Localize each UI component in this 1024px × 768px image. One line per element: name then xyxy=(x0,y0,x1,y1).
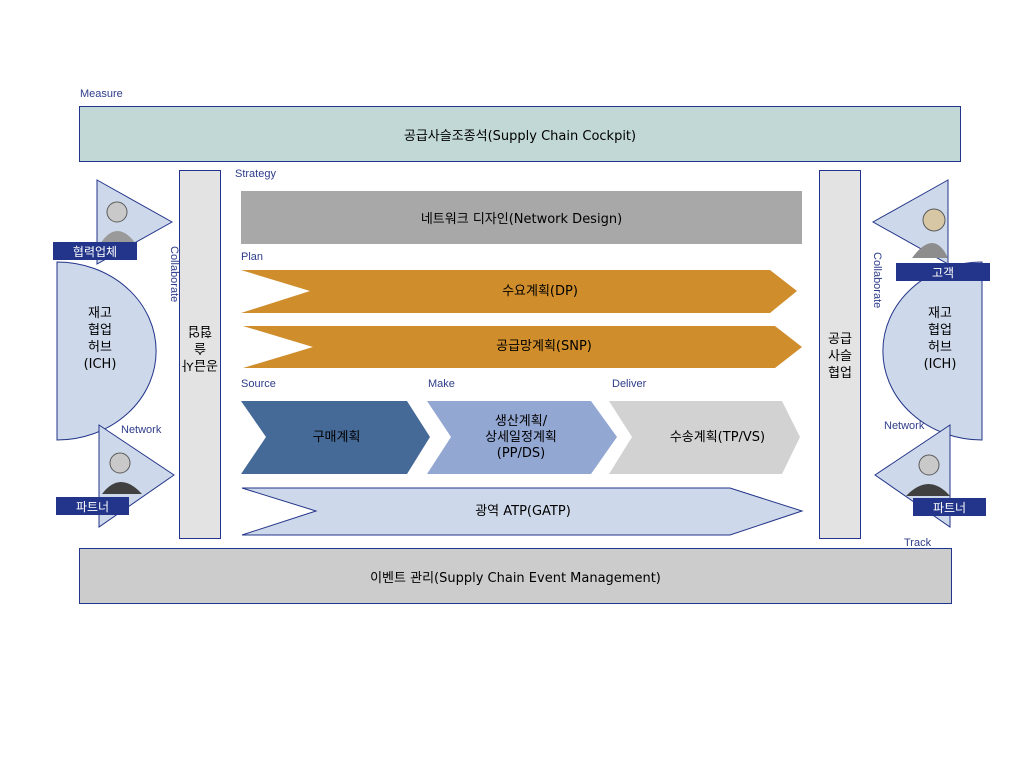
supplier-tag: 협력업체 xyxy=(53,242,137,260)
partner-left-tag: 파트너 xyxy=(56,497,129,515)
network-design-bar: 네트워크 디자인(Network Design) xyxy=(241,191,802,244)
deliver-label: Deliver xyxy=(612,378,647,390)
customer-person-icon xyxy=(912,208,948,258)
production-plan-arrow xyxy=(427,401,617,474)
right-collaboration-bar xyxy=(819,170,861,539)
measure-label: Measure xyxy=(80,88,123,100)
left-hub-shape xyxy=(56,261,157,441)
network-right-label: Network xyxy=(884,420,925,432)
transport-plan-arrow xyxy=(609,401,800,474)
plan-label: Plan xyxy=(241,251,264,263)
purchase-plan-arrow xyxy=(241,401,430,474)
right-hub-text: 재고 협업 허브 (ICH) xyxy=(923,306,957,372)
supply-chain-cockpit-text: 공급사슬조종석(Supply Chain Cockpit) xyxy=(403,128,637,144)
left-collaboration-bar xyxy=(179,170,221,539)
supplier-person-icon xyxy=(100,201,136,244)
demand-plan-arrow xyxy=(241,270,797,313)
left-hub-text: 재고 협업 허브 (ICH) xyxy=(83,306,117,372)
supply-chain-cockpit-box: 공급사슬조종석(Supply Chain Cockpit) xyxy=(79,106,961,162)
network-design-text: 네트워크 디자인(Network Design) xyxy=(420,212,623,227)
left-collaboration-text: 공급사슬 협업 xyxy=(182,323,218,372)
network-left-label: Network xyxy=(121,424,162,436)
demand-plan-text: 수요계획(DP) xyxy=(502,283,578,299)
track-label: Track xyxy=(904,537,932,549)
collaborate-right-label: Collaborate xyxy=(871,252,883,309)
event-management-text: 이벤트 관리(Supply Chain Event Management) xyxy=(370,570,661,586)
partner-left-person-icon xyxy=(102,452,142,494)
purchase-plan-text: 구매계획 xyxy=(312,429,361,445)
partner-right-tag: 파트너 xyxy=(913,498,986,516)
strategy-label: Strategy xyxy=(235,168,276,180)
event-management-box: 이벤트 관리(Supply Chain Event Management) xyxy=(79,548,952,604)
collaborate-left-label: Collaborate xyxy=(168,246,180,303)
customer-tag: 고객 xyxy=(896,263,990,281)
partner-right-person-icon xyxy=(906,454,950,496)
make-label: Make xyxy=(428,378,455,390)
transport-plan-text: 수송계획(TP/VS) xyxy=(669,429,766,445)
snp-text: 공급망계획(SNP) xyxy=(496,339,592,354)
gatp-arrow xyxy=(241,487,804,536)
gatp-text: 광역 ATP(GATP) xyxy=(475,503,571,519)
right-collaboration-text: 공급 사슬 협업 xyxy=(828,332,852,381)
customer-triangle xyxy=(871,179,949,265)
production-plan-text: 생산계획/ 상세일정계획 (PP/DS) xyxy=(485,413,557,461)
source-label: Source xyxy=(241,378,276,390)
snp-arrow xyxy=(243,326,802,368)
